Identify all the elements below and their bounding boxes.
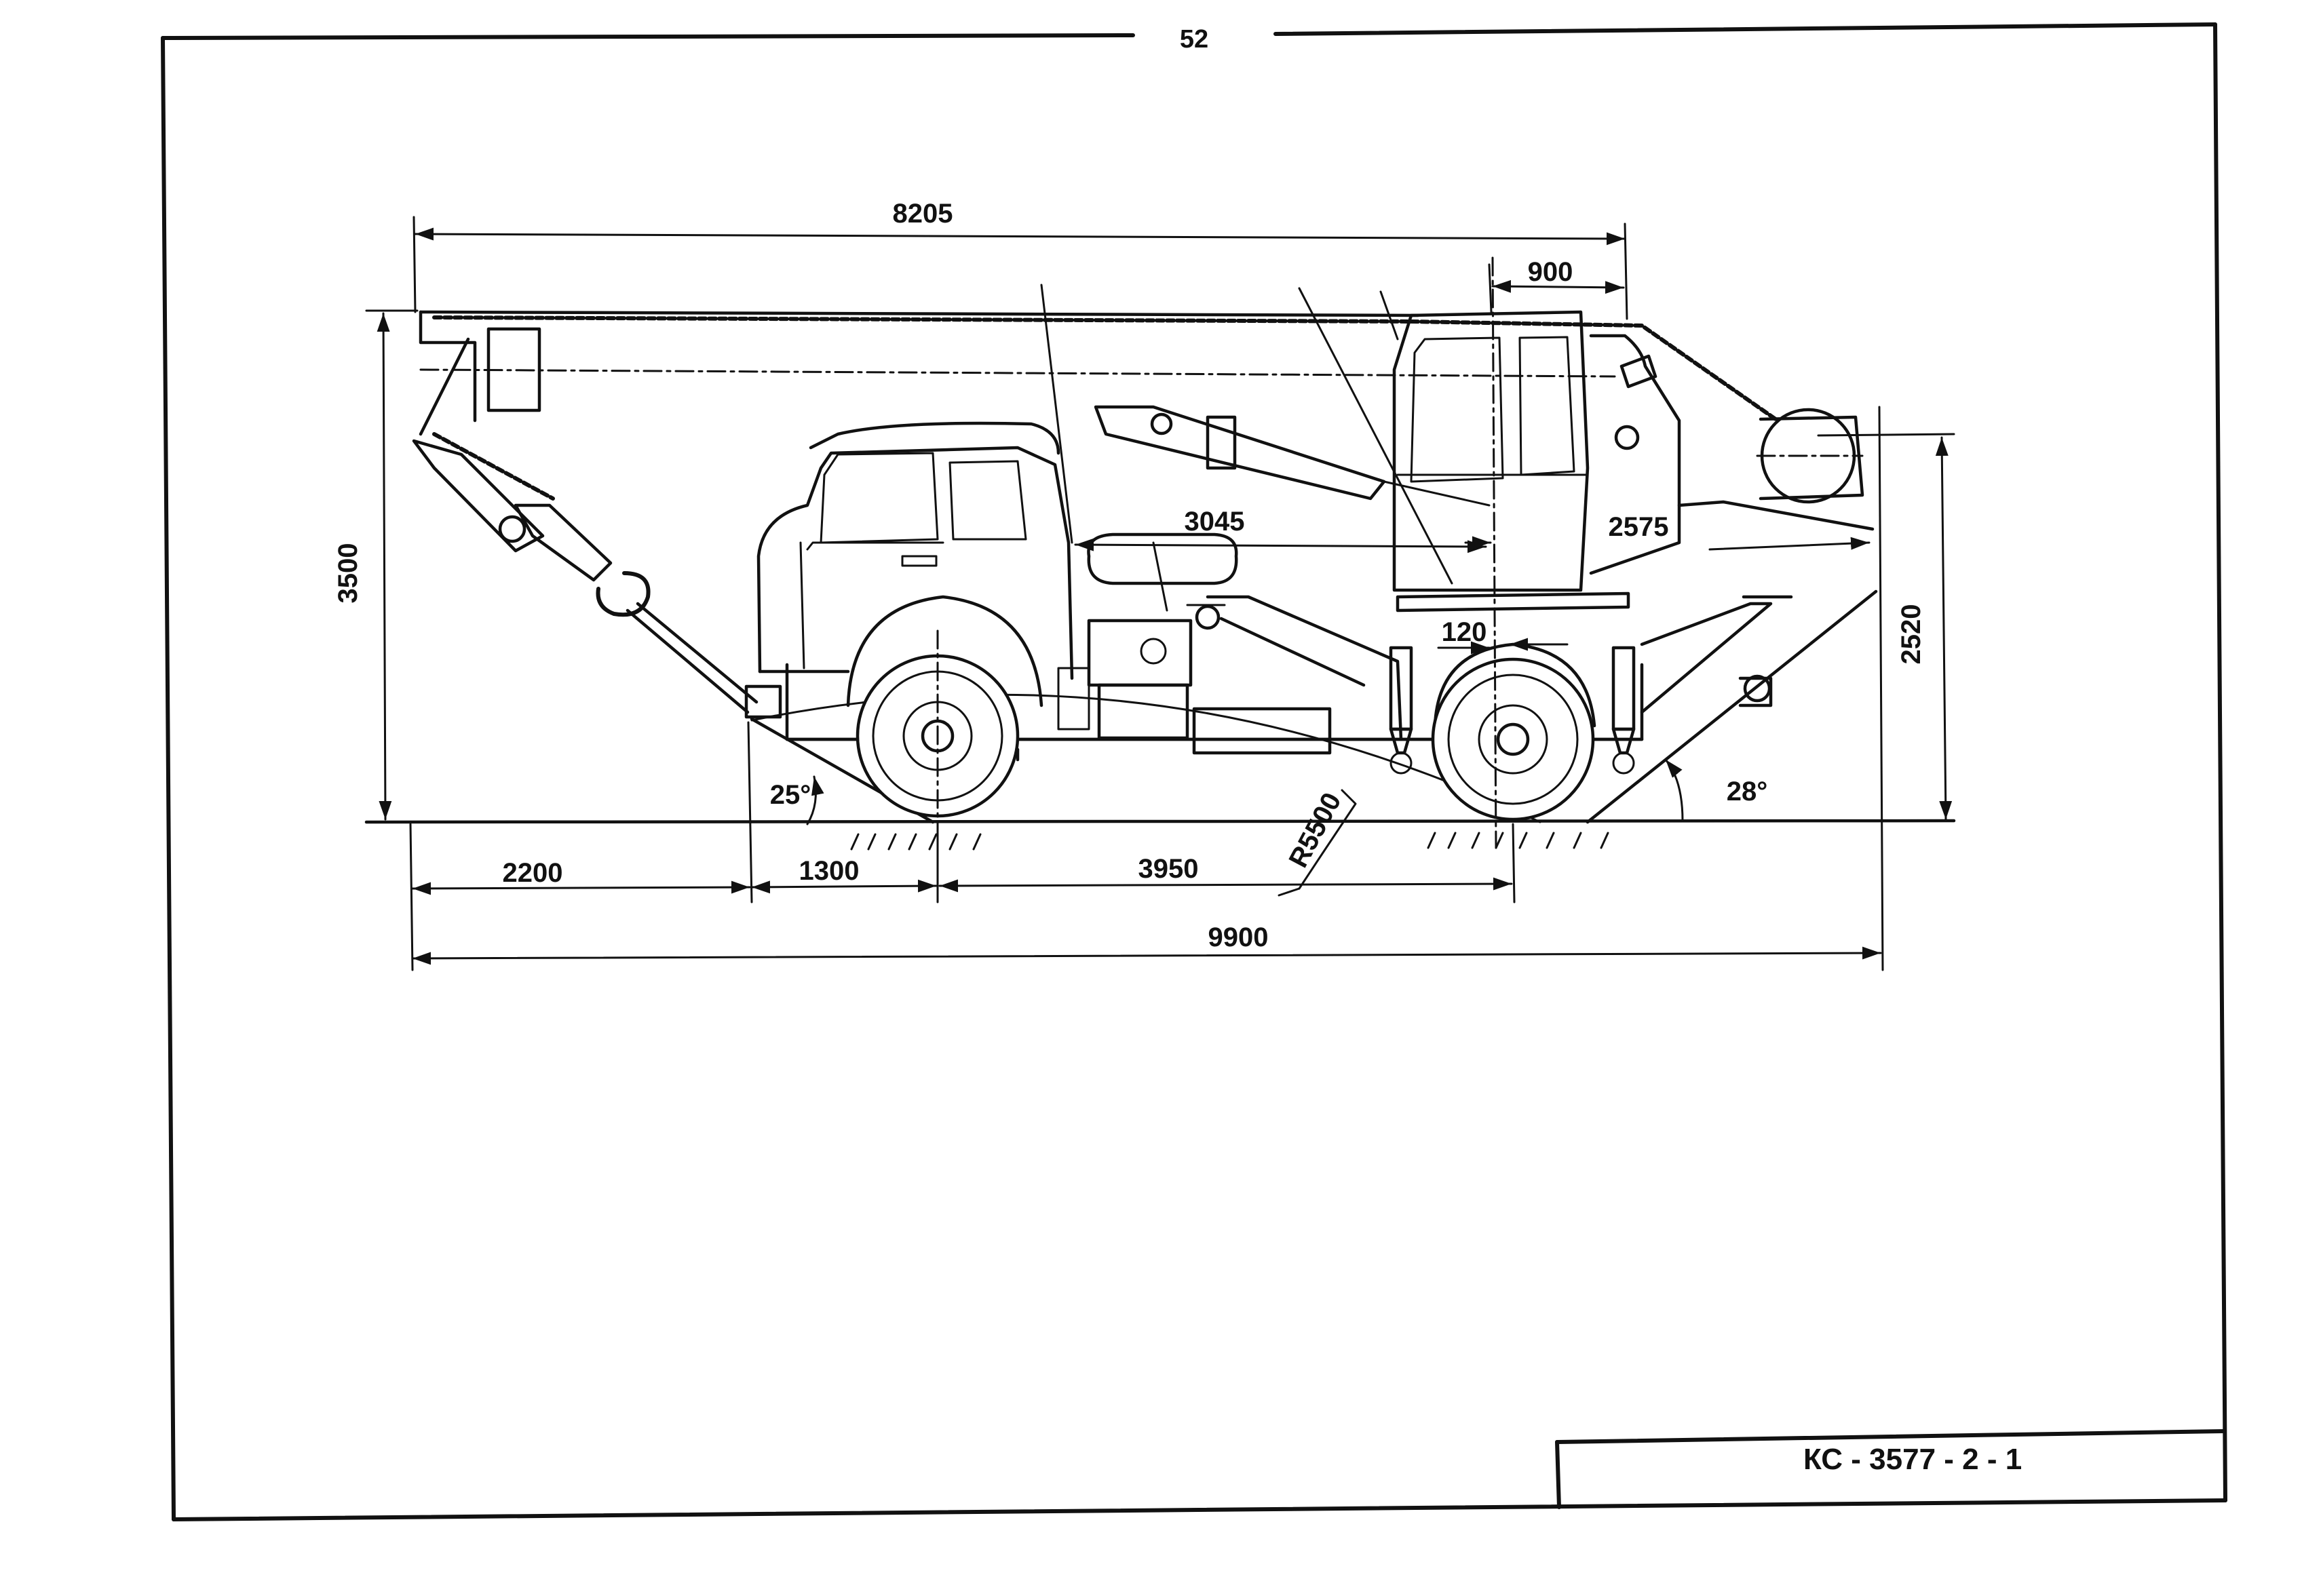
departure-angle-line (1586, 589, 1878, 824)
document-code: КС - 3577 - 2 - 1 (1803, 1443, 2022, 1476)
sheet-frame (161, 22, 2227, 1521)
dim-departure-angle: 28° (1727, 777, 1768, 806)
front-wheel (846, 595, 1043, 842)
hoist-cable (412, 315, 1780, 582)
dim-front-to-axle: 1300 (799, 856, 860, 886)
turntable (1396, 256, 1630, 849)
dim-pivot-offset: 120 (1442, 617, 1487, 647)
dim-boom-length: 8205 (893, 199, 953, 229)
dim-cab-offset: 900 (1528, 257, 1573, 287)
rear-outrigger (1611, 595, 1793, 775)
dim-height-overall: 3500 (333, 543, 363, 604)
counterweight-housing (1589, 334, 1681, 575)
hydraulic-pump (1057, 619, 1193, 740)
dim-rear-radius: 2575 (1609, 512, 1669, 542)
front-outrigger (1186, 595, 1413, 775)
dimension-lines (365, 216, 1955, 971)
crane-hook (596, 571, 759, 714)
dim-wheelbase: 3950 (1138, 854, 1199, 884)
dim-front-overhang: 2200 (503, 858, 563, 888)
crane-operator-cab (1392, 310, 1590, 592)
title-block (1555, 1429, 2226, 1509)
rear-wheel (1431, 642, 1596, 821)
dim-height-pivot: 2520 (1896, 604, 1926, 665)
dim-cab-to-turntable: 3045 (1185, 507, 1245, 537)
dim-length-overall: 9900 (1208, 922, 1269, 952)
truck-cab (744, 421, 1074, 719)
dim-approach-angle: 25° (770, 780, 811, 810)
winch-drum (1677, 408, 1875, 531)
leader-lines (1040, 284, 1453, 585)
telescopic-boom (419, 310, 1616, 507)
page-number: 52 (1180, 25, 1208, 54)
fuel-tank (1087, 532, 1238, 612)
ground-line (364, 819, 1956, 851)
